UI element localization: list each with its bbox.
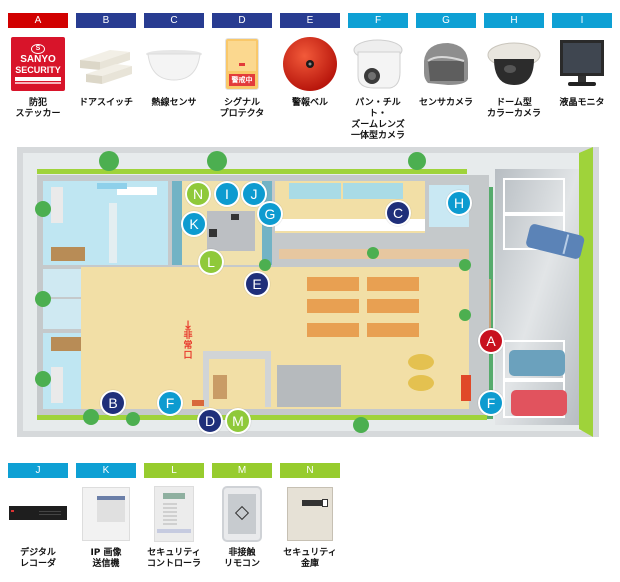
legend-tag: B	[76, 13, 136, 28]
legend-tag: F	[348, 13, 408, 28]
legend-tag: G	[416, 13, 476, 28]
exit-arrow-icon: ⤓	[185, 318, 191, 332]
legend-tag: A	[8, 13, 68, 28]
legend-tag: E	[280, 13, 340, 28]
legend-tag: L	[144, 463, 204, 478]
legend-tag: D	[212, 13, 272, 28]
map-marker-g[interactable]: G	[257, 201, 283, 227]
sensor-camera-icon	[416, 34, 476, 94]
legend-label: 防犯 ステッカー	[15, 98, 61, 119]
legend-label: パン・チルト・ ズームレンズ 一体型カメラ	[350, 98, 405, 141]
legend-item-k[interactable]: K IP 画像 送信機	[76, 463, 136, 570]
ptz-camera-icon	[348, 34, 408, 94]
map-marker-b[interactable]: B	[100, 390, 126, 416]
legend-item-a[interactable]: A S SANYO SECURITY 防犯 ステッカー	[8, 13, 68, 142]
legend-item-c[interactable]: C 熱線センサ	[144, 13, 204, 142]
legend-tag: K	[76, 463, 136, 478]
legend-item-i[interactable]: I 液晶モニタ	[552, 13, 612, 142]
map-marker-k[interactable]: K	[181, 211, 207, 237]
map-marker-e[interactable]: E	[244, 271, 270, 297]
security-sticker-icon: S SANYO SECURITY	[8, 34, 68, 94]
ip-transmitter-icon	[76, 484, 136, 544]
floor-plan-illustration	[17, 147, 599, 437]
map-marker-c[interactable]: C	[385, 200, 411, 226]
map-marker-f-entrance[interactable]: F	[157, 390, 183, 416]
map-marker-n[interactable]: N	[185, 181, 211, 207]
emergency-exit-sign: ⤓ 非 常 口	[181, 319, 195, 361]
dome-camera-icon	[484, 34, 544, 94]
legend-tag: N	[280, 463, 340, 478]
map-marker-f-parking[interactable]: F	[478, 390, 504, 416]
legend-tag: H	[484, 13, 544, 28]
legend-tag: I	[552, 13, 612, 28]
legend-item-d[interactable]: D 警戒中 シグナル プロテクタ	[212, 13, 272, 142]
map-marker-i[interactable]: I	[214, 181, 240, 207]
legend-item-l[interactable]: L セキュリティ コントローラ	[144, 463, 204, 570]
floor-map: ⤓ 非 常 口 N I J K G C H L E A B F F D M	[17, 147, 599, 437]
contactless-remote-icon	[212, 484, 272, 544]
infrared-sensor-icon	[144, 34, 204, 94]
legend-bottom-row: J デジタル レコーダ K IP 画像 送信機 L	[8, 463, 340, 570]
legend-item-m[interactable]: M 非接触 リモコン	[212, 463, 272, 570]
digital-recorder-icon	[8, 484, 68, 544]
legend-item-g[interactable]: G センサカメラ	[416, 13, 476, 142]
legend-item-b[interactable]: B ドアスイッチ	[76, 13, 136, 142]
lcd-monitor-icon	[552, 34, 612, 94]
map-marker-h[interactable]: H	[446, 190, 472, 216]
legend-label: ドアスイッチ	[78, 98, 133, 108]
legend-label: セキュリティ 金庫	[283, 548, 337, 569]
legend-label: 非接触 リモコン	[223, 548, 260, 569]
map-marker-l[interactable]: L	[198, 249, 224, 275]
legend-item-n[interactable]: N セキュリティ 金庫	[280, 463, 340, 570]
legend-label: ドーム型 カラーカメラ	[486, 98, 541, 119]
legend-label: 液晶モニタ	[559, 98, 605, 108]
alarm-bell-icon	[280, 34, 340, 94]
legend-item-e[interactable]: E 警報ベル	[280, 13, 340, 142]
legend-item-h[interactable]: H ドーム型 カラーカメラ	[484, 13, 544, 142]
legend-top-row: A S SANYO SECURITY 防犯 ステッカー B ドアスイッ	[8, 13, 612, 142]
legend-item-f[interactable]: F パン・チルト・ ズームレンズ 一体型カメラ	[348, 13, 408, 142]
security-controller-icon	[144, 484, 204, 544]
door-switch-icon	[76, 34, 136, 94]
legend-tag: M	[212, 463, 272, 478]
legend-label: IP 画像 送信機	[90, 548, 122, 569]
legend-label: センサカメラ	[418, 98, 473, 108]
legend-label: 熱線センサ	[151, 98, 197, 108]
legend-label: シグナル プロテクタ	[219, 98, 265, 119]
legend-tag: J	[8, 463, 68, 478]
map-marker-m[interactable]: M	[225, 408, 251, 434]
legend-label: セキュリティ コントローラ	[146, 548, 201, 569]
legend-tag: C	[144, 13, 204, 28]
signal-protector-icon: 警戒中	[212, 34, 272, 94]
map-marker-a[interactable]: A	[478, 328, 504, 354]
legend-label: 警報ベル	[291, 98, 328, 108]
legend-item-j[interactable]: J デジタル レコーダ	[8, 463, 68, 570]
legend-label: デジタル レコーダ	[19, 548, 56, 569]
map-marker-d[interactable]: D	[197, 408, 223, 434]
security-safe-icon	[280, 484, 340, 544]
